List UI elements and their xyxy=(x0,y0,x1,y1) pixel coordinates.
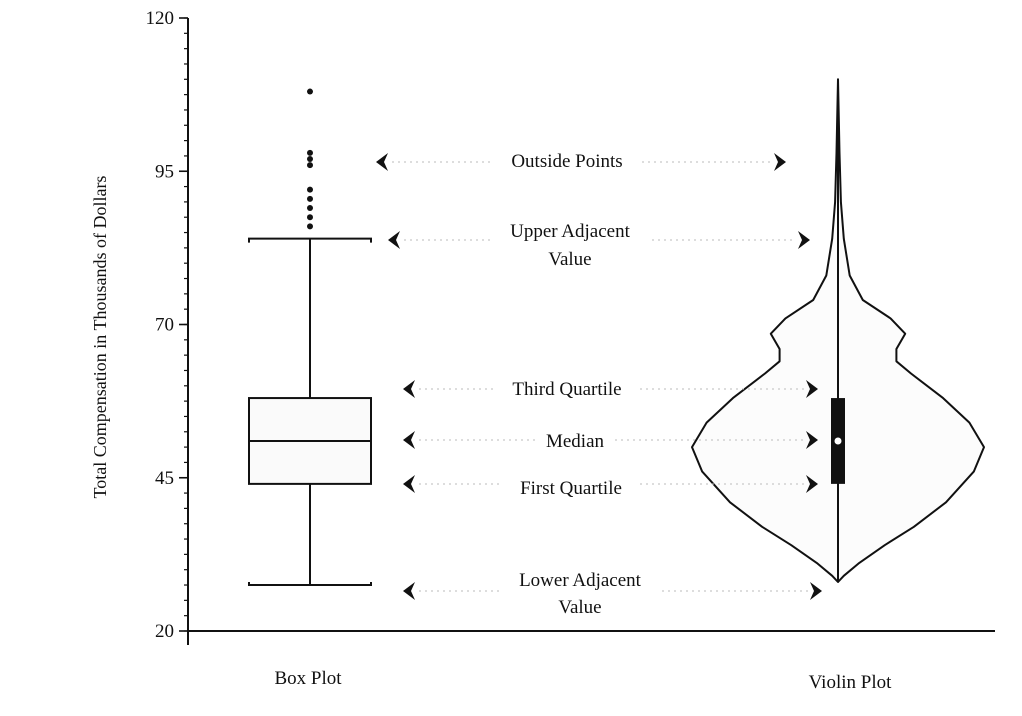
third-quartile-arrow-left xyxy=(403,380,415,398)
y-tick-label: 45 xyxy=(155,468,174,489)
outside-point xyxy=(307,214,313,221)
label-first-quartile: First Quartile xyxy=(520,478,622,499)
lower-adjacent-arrow-left xyxy=(403,582,415,600)
violin-median-marker xyxy=(833,436,843,446)
label-median: Median xyxy=(546,431,605,452)
outside-point xyxy=(307,88,313,95)
upper-adjacent-cap xyxy=(248,237,372,243)
label-lower-adjacent-line1: Lower Adjacent xyxy=(519,570,642,591)
category-label-violin-plot: Violin Plot xyxy=(809,672,893,693)
y-tick-label: 70 xyxy=(155,315,174,336)
y-tick-label: 95 xyxy=(155,161,174,182)
lower-adjacent-cap xyxy=(248,582,372,587)
outside-point xyxy=(307,205,313,212)
annotation-guides xyxy=(376,153,822,600)
median-arrow-right xyxy=(806,431,818,449)
outside-point xyxy=(307,186,313,193)
lower-adjacent-arrow-right xyxy=(810,582,822,600)
first-quartile-arrow-left xyxy=(403,475,415,493)
outside-points-arrow-left xyxy=(376,153,388,171)
label-outside-points: Outside Points xyxy=(511,151,622,172)
box-plot xyxy=(248,88,372,587)
median-arrow-left xyxy=(403,431,415,449)
outside-point xyxy=(307,155,313,162)
annotation-labels: Outside Points Upper Adjacent Value Thir… xyxy=(510,151,642,618)
category-label-box-plot: Box Plot xyxy=(274,668,342,689)
y-tick-label: 120 xyxy=(146,8,175,29)
y-axis: 20 45 70 95 120 xyxy=(146,8,189,645)
y-axis-label: Total Compensation in Thousands of Dolla… xyxy=(90,176,110,499)
outside-point xyxy=(307,195,313,202)
outside-point xyxy=(307,149,313,156)
outside-point xyxy=(307,223,313,230)
label-upper-adjacent-line2: Value xyxy=(548,249,591,270)
outside-point xyxy=(307,162,313,169)
y-tick-label: 20 xyxy=(155,621,174,642)
upper-adjacent-arrow-left xyxy=(388,231,400,249)
label-lower-adjacent-line2: Value xyxy=(558,597,601,618)
outside-points-arrow-right xyxy=(774,153,786,171)
upper-adjacent-arrow-right xyxy=(798,231,810,249)
label-third-quartile: Third Quartile xyxy=(512,379,621,400)
first-quartile-arrow-right xyxy=(806,475,818,493)
y-ticks: 20 45 70 95 120 xyxy=(146,8,188,642)
label-upper-adjacent-line1: Upper Adjacent xyxy=(510,221,630,242)
violin-plot xyxy=(691,78,985,583)
third-quartile-arrow-right xyxy=(806,380,818,398)
